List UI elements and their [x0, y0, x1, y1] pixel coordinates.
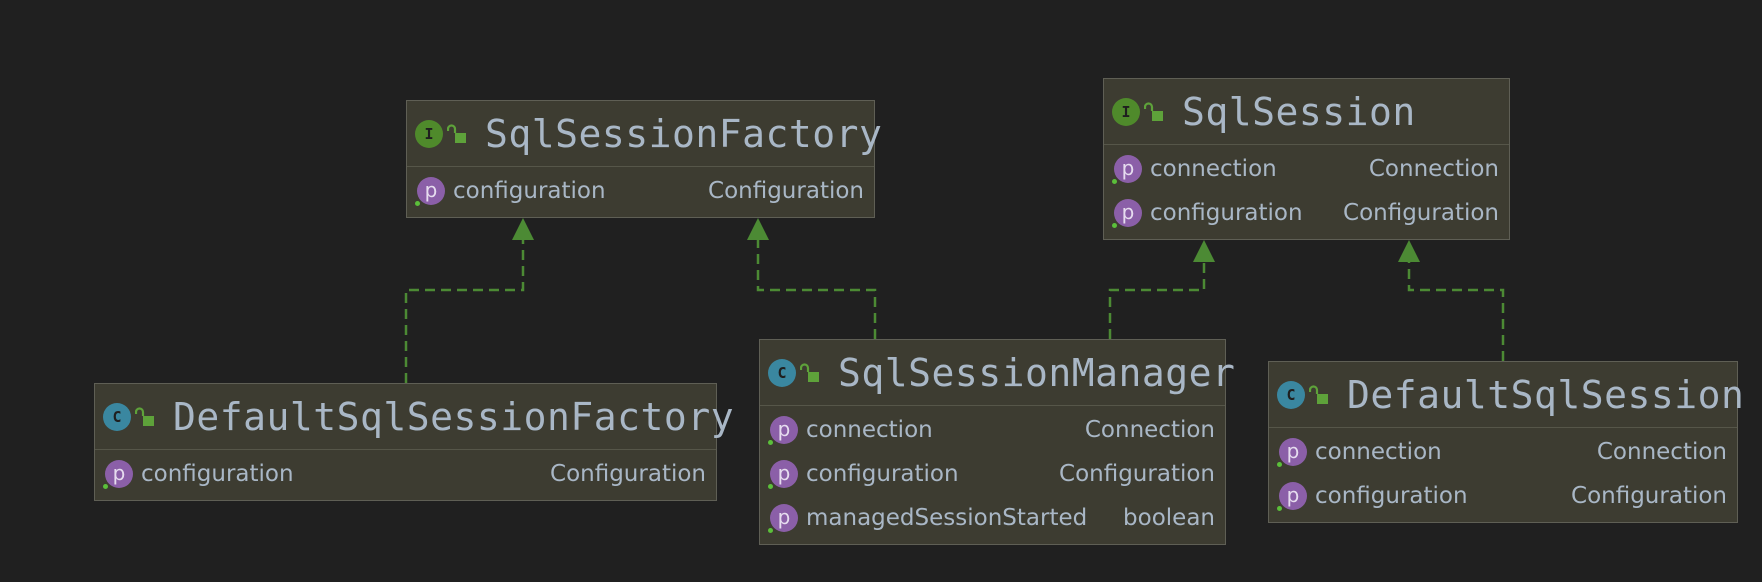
field-row: p configuration Configuration: [407, 169, 874, 213]
field-row: p configuration Configuration: [1104, 191, 1509, 235]
field-list: p connection Connection p configuration …: [760, 406, 1225, 540]
field-row: p configuration Configuration: [95, 452, 716, 496]
field-type: Connection: [1596, 439, 1727, 465]
property-icon: p: [1277, 482, 1307, 511]
node-title: SqlSession: [1182, 89, 1416, 134]
node-header: I SqlSessionFactory: [407, 101, 882, 167]
unlocked-public-icon: [447, 123, 466, 143]
property-icon: p: [1112, 199, 1142, 228]
node-title: DefaultSqlSessionFactory: [173, 394, 735, 439]
field-name: connection: [1150, 156, 1277, 182]
field-name: connection: [806, 417, 933, 443]
property-icon: p: [768, 460, 798, 489]
class-icon: C: [1277, 380, 1305, 409]
field-type: Configuration: [1343, 200, 1499, 226]
edge-sqlsessionmanager-to-sqlsessionfactory: [756, 238, 877, 339]
edge-defaultsqlsessionfactory-to-sqlsessionfactory: [404, 238, 525, 383]
class-icon: C: [103, 402, 131, 431]
field-type: Configuration: [1571, 483, 1727, 509]
node-sqlsession[interactable]: I SqlSession p connection Connection p c…: [1103, 78, 1510, 240]
field-row: p configuration Configuration: [760, 452, 1225, 496]
node-header: C DefaultSqlSessionFactory: [95, 384, 734, 450]
field-name: configuration: [806, 461, 959, 487]
field-type: Configuration: [1059, 461, 1215, 487]
field-name: configuration: [453, 178, 606, 204]
field-row: p managedSessionStarted boolean: [760, 496, 1225, 540]
unlocked-public-icon: [135, 406, 154, 426]
edge-defaultsqlsession-to-sqlsession: [1407, 260, 1505, 361]
field-type: Connection: [1368, 156, 1499, 182]
field-list: p configuration Configuration: [407, 167, 874, 213]
interface-icon: I: [1112, 97, 1140, 126]
field-name: connection: [1315, 439, 1442, 465]
property-icon: p: [768, 416, 798, 445]
field-name: managedSessionStarted: [806, 505, 1088, 531]
property-icon: p: [103, 460, 133, 489]
arrowhead-sqlsessionfactory-left: [512, 218, 534, 240]
field-type: Configuration: [708, 178, 864, 204]
field-list: p connection Connection p configuration …: [1269, 428, 1737, 518]
unlocked-public-icon: [1309, 384, 1328, 404]
arrowhead-sqlsession-right: [1398, 240, 1420, 262]
field-list: p connection Connection p configuration …: [1104, 145, 1509, 235]
arrowhead-sqlsession-left: [1193, 240, 1215, 262]
node-sqlsessionmanager[interactable]: C SqlSessionManager p connection Connect…: [759, 339, 1235, 545]
field-row: p connection Connection: [1269, 430, 1737, 474]
field-type: Connection: [1084, 417, 1215, 443]
unlocked-public-icon: [800, 362, 819, 382]
node-defaultsqlsessionfactory[interactable]: C DefaultSqlSessionFactory p configurati…: [94, 383, 734, 501]
node-title: DefaultSqlSession: [1347, 372, 1745, 417]
node-title: SqlSessionManager: [838, 350, 1236, 395]
node-defaultsqlsession[interactable]: C DefaultSqlSession p connection Connect…: [1268, 361, 1744, 523]
property-icon: p: [1112, 155, 1142, 184]
property-icon: p: [415, 177, 445, 206]
field-name: configuration: [1315, 483, 1468, 509]
field-name: configuration: [1150, 200, 1303, 226]
field-row: p configuration Configuration: [1269, 474, 1737, 518]
field-type: boolean: [1123, 505, 1215, 531]
property-icon: p: [1277, 438, 1307, 467]
node-sqlsessionfactory[interactable]: I SqlSessionFactory p configuration Conf…: [406, 100, 882, 218]
unlocked-public-icon: [1144, 101, 1163, 121]
node-header: I SqlSession: [1104, 79, 1509, 145]
field-type: Configuration: [550, 461, 706, 487]
arrowhead-sqlsessionfactory-right: [747, 218, 769, 240]
node-title: SqlSessionFactory: [485, 111, 883, 156]
property-icon: p: [768, 504, 798, 533]
class-icon: C: [768, 358, 796, 387]
node-header: C DefaultSqlSession: [1269, 362, 1744, 428]
field-row: p connection Connection: [1104, 147, 1509, 191]
field-row: p connection Connection: [760, 408, 1225, 452]
node-header: C SqlSessionManager: [760, 340, 1235, 406]
edge-sqlsessionmanager-to-sqlsession: [1108, 260, 1206, 339]
field-list: p configuration Configuration: [95, 450, 716, 496]
field-name: configuration: [141, 461, 294, 487]
interface-icon: I: [415, 119, 443, 148]
